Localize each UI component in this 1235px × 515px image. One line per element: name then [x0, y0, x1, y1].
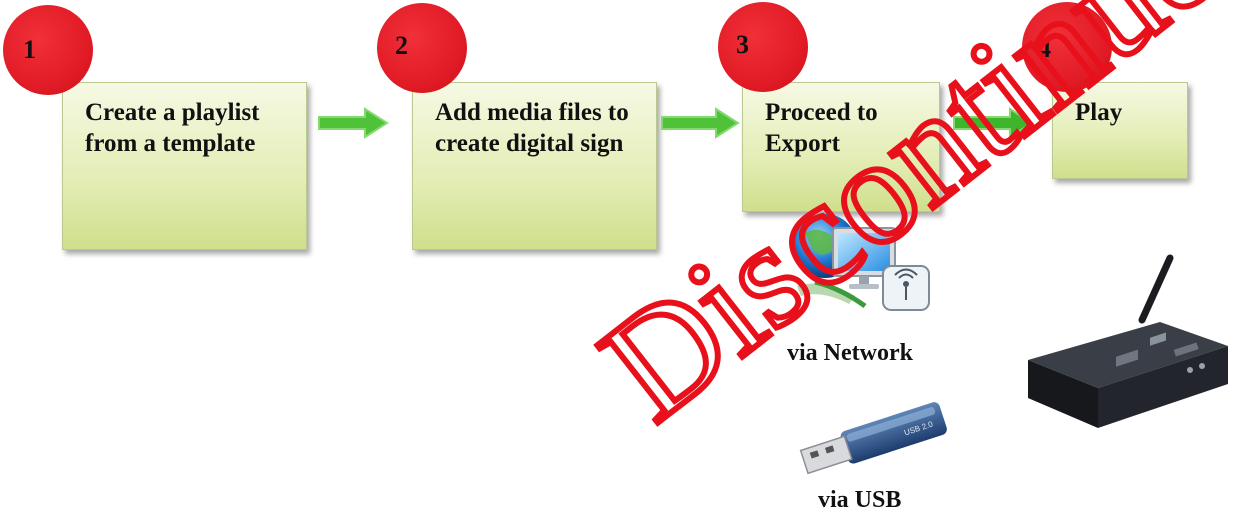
step-number-3: 3	[736, 30, 749, 59]
step-number-2: 2	[395, 31, 408, 60]
step-number-1: 1	[23, 35, 36, 64]
step-4-text: Play	[1075, 99, 1123, 126]
network-computer-icon	[793, 214, 930, 311]
arrow-3-to-4	[953, 107, 1034, 139]
step-circle-3: 3	[718, 2, 808, 92]
via-network-label: via Network	[787, 340, 913, 366]
step-box-2: Add media files to create digital sign	[412, 82, 657, 250]
arrow-2-to-3	[661, 107, 740, 139]
step-circle-4: 4	[1022, 2, 1112, 92]
step-2-text: Add media files to create digital sign	[435, 99, 629, 157]
step-circle-2: 2	[377, 3, 467, 93]
step-box-4: Play	[1052, 82, 1188, 179]
step-box-1: Create a playlist from a template	[62, 82, 307, 250]
step-box-3: Proceed to Export	[742, 82, 940, 212]
media-player-device-icon	[1028, 254, 1228, 428]
via-usb-label: via USB	[818, 487, 902, 513]
arrow-1-to-2	[318, 107, 389, 139]
step-circle-1: 1	[3, 5, 93, 95]
step-number-4: 4	[1038, 34, 1051, 63]
step-3-text: Proceed to Export	[765, 99, 878, 157]
usb-drive-icon: USB 2.0	[799, 402, 947, 475]
step-1-text: Create a playlist from a template	[85, 99, 260, 157]
